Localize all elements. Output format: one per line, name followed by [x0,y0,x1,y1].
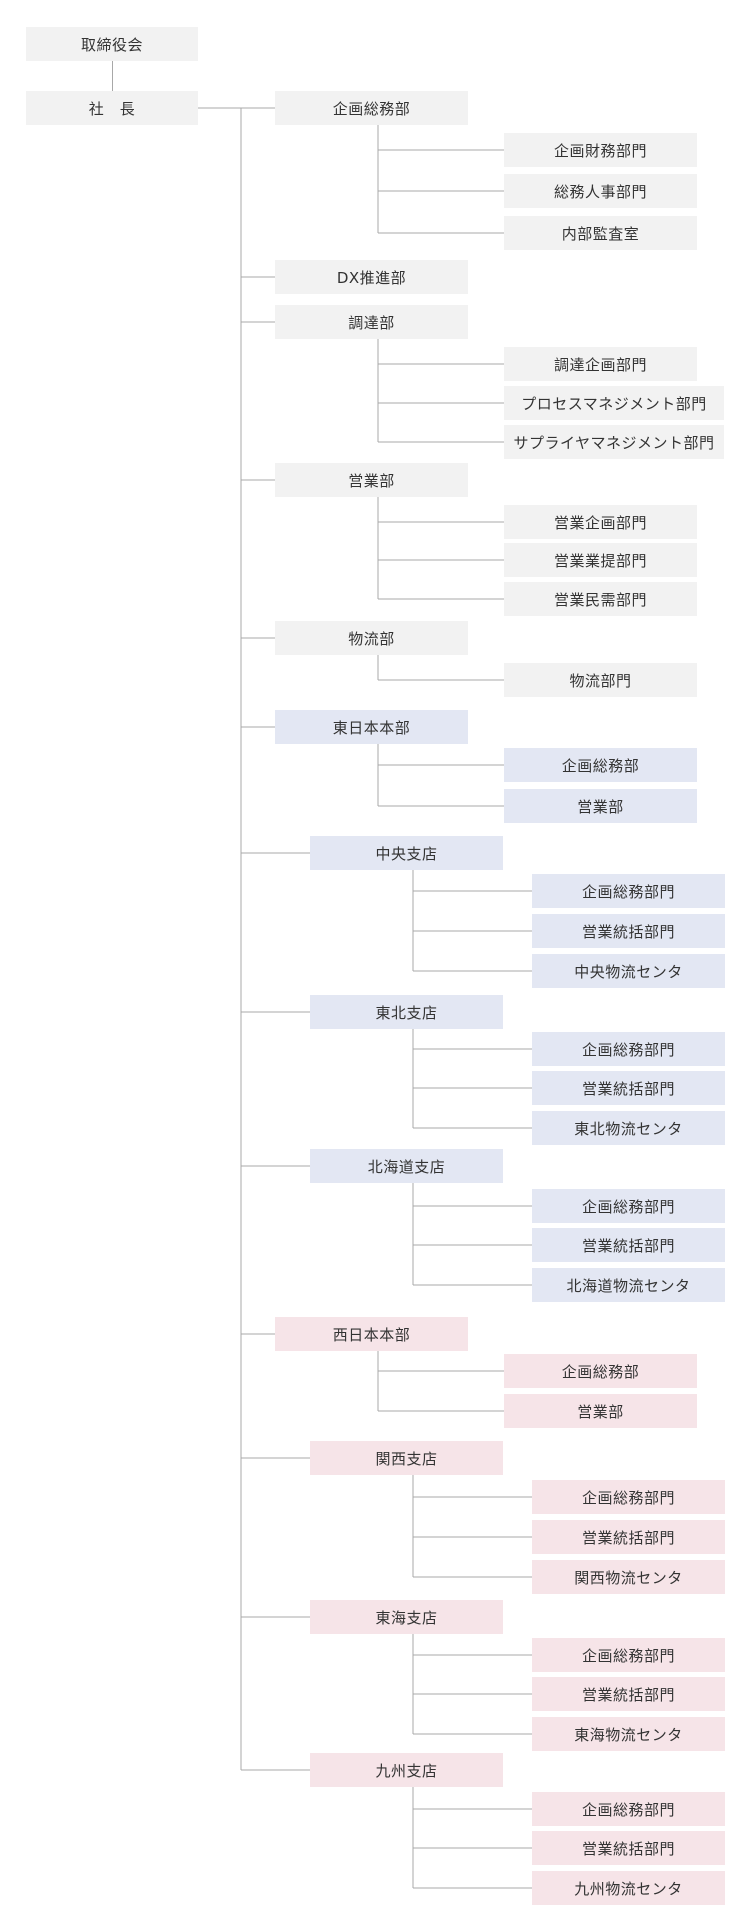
section-box-label: 企画総務部 [561,1362,640,1381]
department-box-label: 西日本本部 [332,1325,411,1344]
section-box: 総務人事部門 [504,174,697,208]
section-box-label: 内部監査室 [561,224,640,243]
section-box-label: 中央物流センタ [574,962,683,981]
section-box: 内部監査室 [504,216,697,250]
department-box: 企画総務部 [275,91,468,125]
president-box: 社 長 [26,91,198,125]
department-box-label: 中央支店 [375,844,438,863]
section-box-label: 営業部 [577,797,624,816]
department-box: 東北支店 [310,995,503,1029]
department-box: 北海道支店 [310,1149,503,1183]
section-box-label: 営業企画部門 [553,513,647,532]
board-label: 取締役会 [80,35,143,54]
section-box: 企画財務部門 [504,133,697,167]
board-box: 取締役会 [26,27,198,61]
section-box-label: 営業民需部門 [553,590,647,609]
section-box-label: 企画総務部門 [581,1197,675,1216]
department-box: 九州支店 [310,1753,503,1787]
department-box-label: 東北支店 [375,1003,438,1022]
section-box: プロセスマネジメント部門 [504,386,724,420]
section-box: 関西物流センタ [532,1560,725,1594]
department-box-label: 北海道支店 [367,1157,446,1176]
department-box: 物流部 [275,621,468,655]
section-box-label: 営業統括部門 [581,1528,675,1547]
section-box-label: 関西物流センタ [574,1568,683,1587]
section-box-label: 営業統括部門 [581,1079,675,1098]
section-box-label: 営業統括部門 [581,1685,675,1704]
section-box-label: 営業統括部門 [581,1839,675,1858]
section-box-label: 企画総務部門 [581,1800,675,1819]
section-box: 営業統括部門 [532,1071,725,1105]
section-box: 九州物流センタ [532,1871,725,1905]
department-box: 東日本本部 [275,710,468,744]
section-box: 物流部門 [504,663,697,697]
section-box-label: 企画総務部門 [581,882,675,901]
section-box: 企画総務部 [504,748,697,782]
department-box: 西日本本部 [275,1317,468,1351]
section-box: 企画総務部門 [532,874,725,908]
section-box-label: サプライヤマネジメント部門 [513,433,715,452]
section-box-label: 九州物流センタ [574,1879,683,1898]
section-box-label: 企画総務部門 [581,1040,675,1059]
department-box-label: 九州支店 [375,1761,438,1780]
section-box-label: 企画財務部門 [553,141,647,160]
section-box-label: プロセスマネジメント部門 [521,394,707,413]
section-box: 東海物流センタ [532,1717,725,1751]
department-box: 営業部 [275,463,468,497]
section-box: 東北物流センタ [532,1111,725,1145]
department-box: 調達部 [275,305,468,339]
section-box-label: 東海物流センタ [574,1725,683,1744]
department-box: 中央支店 [310,836,503,870]
section-box: 企画総務部門 [532,1189,725,1223]
section-box: 企画総務部門 [532,1638,725,1672]
section-box: 企画総務部 [504,1354,697,1388]
department-box-label: 調達部 [348,313,395,332]
section-box: 営業部 [504,789,697,823]
section-box: 企画総務部門 [532,1792,725,1826]
section-box-label: 営業業提部門 [553,551,647,570]
section-box: 企画総務部門 [532,1032,725,1066]
section-box: 営業統括部門 [532,1520,725,1554]
section-box-label: 営業統括部門 [581,922,675,941]
section-box: 営業企画部門 [504,505,697,539]
department-box-label: 東日本本部 [332,718,411,737]
section-box: 北海道物流センタ [532,1268,725,1302]
section-box-label: 北海道物流センタ [566,1276,691,1295]
section-box: 営業業提部門 [504,543,697,577]
section-box: 営業民需部門 [504,582,697,616]
department-box-label: 営業部 [348,471,395,490]
department-box-label: 物流部 [348,629,395,648]
department-box: 関西支店 [310,1441,503,1475]
section-box-label: 企画総務部門 [581,1646,675,1665]
section-box-label: 東北物流センタ [574,1119,683,1138]
department-box-label: 東海支店 [375,1608,438,1627]
section-box: 調達企画部門 [504,347,697,381]
section-box-label: 総務人事部門 [553,182,647,201]
section-box-label: 調達企画部門 [553,355,647,374]
department-box-label: DX推進部 [336,268,407,287]
section-box: 営業統括部門 [532,1831,725,1865]
section-box: 営業統括部門 [532,914,725,948]
section-box-label: 営業部 [577,1402,624,1421]
section-box-label: 企画総務部門 [581,1488,675,1507]
department-box-label: 企画総務部 [332,99,411,118]
section-box-label: 企画総務部 [561,756,640,775]
section-box: 企画総務部門 [532,1480,725,1514]
section-box-label: 物流部門 [569,671,632,690]
section-box: 営業部 [504,1394,697,1428]
section-box: 営業統括部門 [532,1677,725,1711]
president-label: 社 長 [88,99,136,118]
section-box: サプライヤマネジメント部門 [504,425,724,459]
section-box-label: 営業統括部門 [581,1236,675,1255]
department-box: 東海支店 [310,1600,503,1634]
section-box: 営業統括部門 [532,1228,725,1262]
section-box: 中央物流センタ [532,954,725,988]
department-box: DX推進部 [275,260,468,294]
department-box-label: 関西支店 [375,1449,438,1468]
